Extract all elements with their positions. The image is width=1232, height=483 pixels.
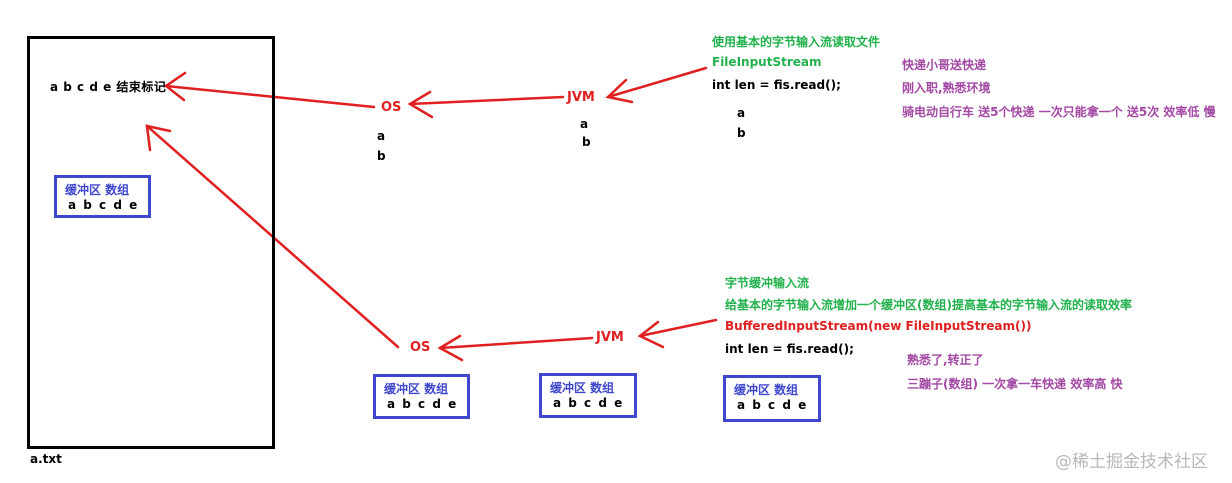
- arrow-code-to-jvm-bottom: [637, 318, 718, 349]
- watermark: @稀土掘金技术社区: [1055, 452, 1208, 472]
- buffer-title: 缓冲区 数组: [384, 382, 449, 396]
- buffer-title: 缓冲区 数组: [65, 183, 130, 197]
- buffer-content: a b c d e: [387, 397, 458, 411]
- buffer-content: a b c d e: [553, 396, 624, 410]
- arrow-code-to-jvm-top: [605, 66, 708, 104]
- analogy-top-line: 骑电动自行车 送5个快递 一次只能拿一个 送5次 效率低 慢: [902, 105, 1216, 119]
- code-read-bottom: int len = fis.read();: [725, 342, 854, 356]
- code-byte-top: a: [737, 106, 746, 120]
- code-byte-top: b: [737, 126, 746, 140]
- os-buffer-box: 缓冲区 数组 a b c d e: [373, 374, 470, 419]
- analogy-bottom-line: 熟悉了,转正了: [907, 353, 984, 367]
- os-byte-top: b: [377, 149, 386, 163]
- analogy-bottom-line: 三蹦子(数组) 一次拿一车快递 效率高 快: [907, 377, 1123, 391]
- code-heading-top: 使用基本的字节输入流读取文件: [712, 35, 881, 49]
- buffer-content: a b c d e: [68, 198, 139, 212]
- file-buffer-box: 缓冲区 数组 a b c d e: [54, 175, 151, 218]
- code-class-top: FileInputStream: [712, 55, 822, 69]
- analogy-top-line: 刚入职,熟悉环境: [902, 81, 991, 95]
- jvm-byte-top: b: [582, 135, 591, 149]
- jvm-label-top: JVM: [567, 90, 595, 105]
- file-content: a b c d e 结束标记: [50, 80, 167, 94]
- file-name: a.txt: [30, 452, 62, 466]
- arrow-jvm-to-os-top: [407, 90, 565, 119]
- jvm-byte-top: a: [580, 117, 589, 131]
- buffer-title: 缓冲区 数组: [550, 381, 615, 395]
- code-heading-bottom: 字节缓冲输入流: [725, 276, 810, 290]
- jvm-buffer-box: 缓冲区 数组 a b c d e: [539, 373, 637, 418]
- file-box: [27, 36, 275, 449]
- os-label-bottom: OS: [410, 340, 431, 355]
- arrow-jvm-to-os-bottom: [437, 334, 594, 362]
- code-description-bottom: 给基本的字节输入流增加一个缓冲区(数组)提高基本的字节输入流的读取效率: [725, 298, 1132, 312]
- os-byte-top: a: [377, 129, 386, 143]
- analogy-top-line: 快递小哥送快递: [902, 58, 987, 72]
- os-label-top: OS: [381, 100, 402, 115]
- code-buffer-box: 缓冲区 数组 a b c d e: [723, 375, 821, 422]
- buffer-title: 缓冲区 数组: [734, 383, 799, 397]
- buffer-content: a b c d e: [737, 398, 808, 412]
- code-class-bottom: BufferedInputStream(new FileInputStream(…: [725, 319, 1032, 333]
- arrow-os-to-file-top: [163, 71, 376, 109]
- code-read-top: int len = fis.read();: [712, 78, 841, 92]
- jvm-label-bottom: JVM: [596, 330, 624, 345]
